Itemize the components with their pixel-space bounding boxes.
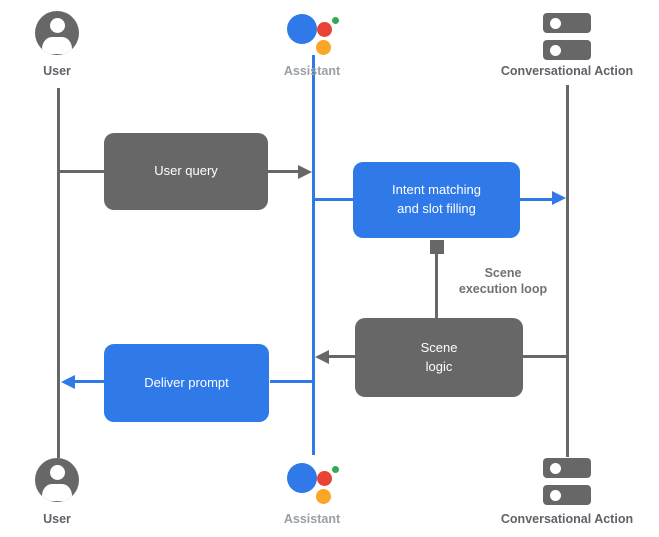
assistant-icon: [284, 6, 340, 58]
server-rack-top: [543, 13, 591, 33]
user-lifeline: [57, 88, 60, 458]
arrowhead-right-icon: [298, 165, 312, 179]
deliver-prompt-label: Deliver prompt: [144, 374, 229, 390]
intent-matching-label-line2: and slot filling: [397, 201, 476, 216]
server-led-icon: [550, 44, 561, 56]
server-led-icon: [550, 17, 561, 29]
assistant-lifeline: [312, 55, 315, 455]
assistant-icon-red-circle: [317, 22, 332, 37]
action-lane-label-top: Conversational Action: [500, 64, 634, 78]
scene-execution-loop-label: Scene execution loop: [443, 266, 563, 297]
intent-matching-label-line1: Intent matching: [392, 182, 481, 198]
deliver-prompt-output-line: [75, 380, 104, 383]
user-icon-head: [49, 18, 65, 33]
user-query-label: User query: [154, 163, 218, 179]
assistant-icon-green-dot: [332, 466, 339, 473]
arrowhead-up-icon: [430, 240, 444, 254]
arrowhead-left-icon: [315, 350, 329, 364]
user-query-box: User query: [104, 133, 268, 210]
scene-logic-input-line: [523, 355, 566, 358]
user-icon: [35, 11, 79, 55]
conversational-action-icon: [543, 13, 591, 60]
assistant-lane-label-bottom: Assistant: [283, 512, 341, 526]
user-icon-head: [49, 465, 65, 480]
scene-execution-loop-line2: execution loop: [458, 281, 548, 296]
assistant-icon-blue-circle: [287, 14, 317, 44]
intent-input-line: [313, 198, 356, 201]
action-lifeline: [566, 85, 569, 457]
user-lane-label-bottom: User: [43, 512, 71, 526]
assistant-icon-green-dot: [332, 17, 339, 24]
user-lane-label-top: User: [43, 64, 71, 78]
intent-matching-box: Intent matching and slot filling: [353, 162, 520, 238]
server-led-icon: [550, 462, 561, 474]
scene-execution-loop-line1: Scene: [484, 266, 522, 280]
assistant-icon: [284, 455, 340, 507]
assistant-icon-red-circle: [317, 471, 332, 486]
deliver-prompt-box: Deliver prompt: [104, 344, 269, 422]
scene-logic-output-line: [329, 355, 356, 358]
scene-logic-label-line2: logic: [425, 358, 453, 374]
server-rack-bottom: [543, 40, 591, 60]
scene-loop-arrow-line: [435, 253, 438, 318]
arrowhead-right-icon: [552, 191, 566, 205]
scene-logic-label-line1: Scene: [420, 339, 458, 355]
assistant-icon-blue-circle: [287, 463, 317, 493]
server-rack-bottom: [543, 485, 591, 505]
assistant-lane-label-top: Assistant: [283, 64, 341, 78]
intent-output-line: [519, 198, 553, 201]
user-icon-torso: [42, 37, 72, 54]
action-lane-label-bottom: Conversational Action: [500, 512, 634, 526]
server-rack-top: [543, 458, 591, 478]
server-led-icon: [550, 489, 561, 501]
assistant-icon-orange-circle: [316, 40, 331, 55]
scene-logic-box: Scene logic: [355, 318, 523, 397]
conversational-action-icon: [543, 458, 591, 505]
assistant-icon-orange-circle: [316, 489, 331, 504]
user-icon: [35, 458, 79, 502]
deliver-prompt-input-line: [270, 380, 312, 383]
user-icon-torso: [42, 484, 72, 501]
arrowhead-left-icon: [61, 375, 75, 389]
